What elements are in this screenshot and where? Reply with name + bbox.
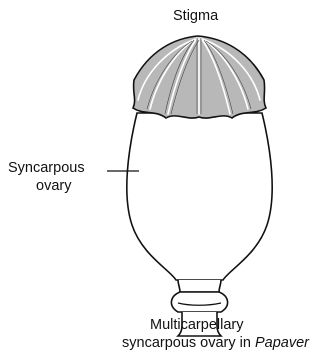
caption-line2-prefix: syncarpous ovary in xyxy=(122,335,255,351)
caption-line1: Multicarpellary xyxy=(150,317,243,333)
ovary-label-line2: ovary xyxy=(36,178,71,194)
caption-genus: Papaver xyxy=(255,335,309,351)
ovary-label-line1: Syncarpous xyxy=(8,160,85,176)
neck-upper xyxy=(178,280,221,292)
caption-line2: syncarpous ovary in Papaver xyxy=(122,335,309,351)
ovary-body xyxy=(127,113,272,280)
base-ring xyxy=(171,292,227,312)
stigma-label: Stigma xyxy=(173,8,218,24)
